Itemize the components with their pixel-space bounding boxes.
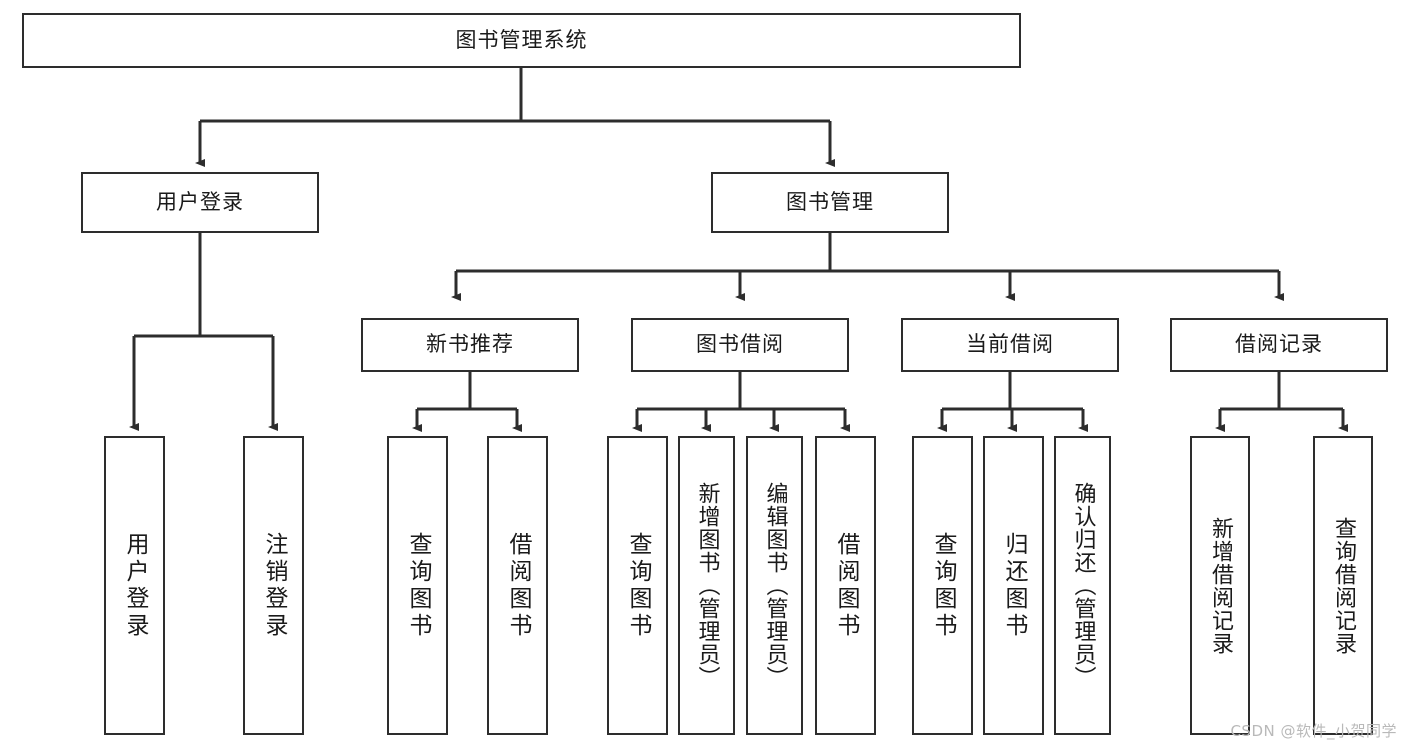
node-label: 借阅图书 xyxy=(505,531,531,640)
node-label: 用户登录 xyxy=(122,531,148,640)
node-label: 新书推荐 xyxy=(426,332,514,357)
leaf-recommend-query-book[interactable]: 查询图书 xyxy=(387,436,448,735)
node-borrow-record[interactable]: 借阅记录 xyxy=(1170,318,1388,372)
node-label: 图书管理系统 xyxy=(455,27,588,52)
node-new-book-recommend[interactable]: 新书推荐 xyxy=(361,318,579,372)
node-label: 查询图书 xyxy=(625,531,651,640)
node-label: 图书管理 xyxy=(786,189,874,214)
node-label: 查询图书 xyxy=(930,531,956,640)
node-book-management[interactable]: 图书管理 xyxy=(711,172,949,233)
node-label: 新增图书（管理员） xyxy=(694,482,720,689)
leaf-borrow-add-book-admin[interactable]: 新增图书（管理员） xyxy=(678,436,735,735)
leaf-borrow-query-book[interactable]: 查询图书 xyxy=(607,436,668,735)
leaf-user-login-login[interactable]: 用户登录 xyxy=(104,436,165,735)
node-label: 查询借阅记录 xyxy=(1331,516,1356,655)
node-user-login[interactable]: 用户登录 xyxy=(81,172,319,233)
csdn-watermark: CSDN @软件_小贺同学 xyxy=(1230,722,1397,740)
node-label: 借阅记录 xyxy=(1235,332,1323,357)
leaf-record-query-record[interactable]: 查询借阅记录 xyxy=(1313,436,1373,735)
leaf-recommend-borrow-book[interactable]: 借阅图书 xyxy=(487,436,548,735)
node-current-borrow[interactable]: 当前借阅 xyxy=(901,318,1119,372)
leaf-user-login-logout[interactable]: 注销登录 xyxy=(243,436,304,735)
node-label: 归还图书 xyxy=(1001,531,1027,640)
node-label: 图书借阅 xyxy=(696,332,784,357)
node-label: 用户登录 xyxy=(156,189,244,214)
leaf-current-return-book[interactable]: 归还图书 xyxy=(983,436,1044,735)
node-label: 查询图书 xyxy=(405,531,431,640)
leaf-borrow-edit-book-admin[interactable]: 编辑图书（管理员） xyxy=(746,436,803,735)
node-label: 确认归还（管理员） xyxy=(1070,482,1096,689)
node-label: 借阅图书 xyxy=(833,531,859,640)
leaf-current-confirm-return-admin[interactable]: 确认归还（管理员） xyxy=(1054,436,1111,735)
leaf-current-query-book[interactable]: 查询图书 xyxy=(912,436,973,735)
node-root-system[interactable]: 图书管理系统 xyxy=(22,13,1021,68)
leaf-borrow-borrow-book[interactable]: 借阅图书 xyxy=(815,436,876,735)
node-label: 新增借阅记录 xyxy=(1208,516,1233,655)
node-book-borrow[interactable]: 图书借阅 xyxy=(631,318,849,372)
node-label: 当前借阅 xyxy=(966,332,1054,357)
node-label: 注销登录 xyxy=(261,531,287,640)
node-label: 编辑图书（管理员） xyxy=(762,482,788,689)
leaf-record-add-record[interactable]: 新增借阅记录 xyxy=(1190,436,1250,735)
